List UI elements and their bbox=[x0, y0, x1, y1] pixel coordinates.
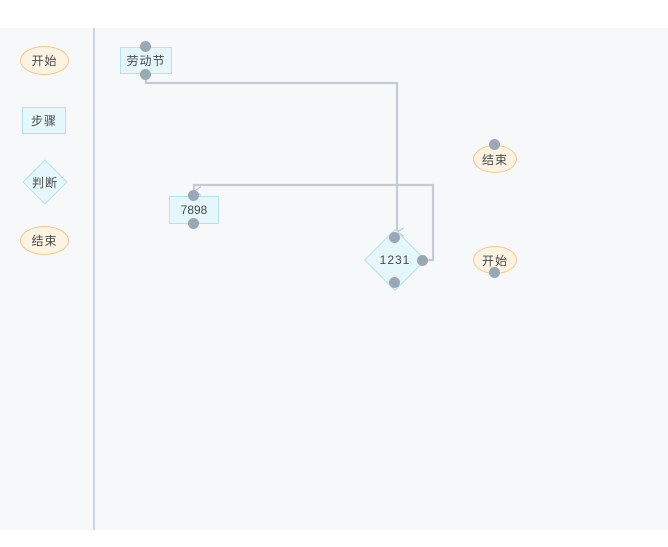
anchor-7898-top[interactable] bbox=[188, 190, 199, 201]
palette-item-start-label: 开始 bbox=[31, 54, 58, 68]
node-1231-label: 1231 bbox=[379, 253, 411, 267]
anchor-1231-top[interactable] bbox=[389, 232, 400, 243]
anchor-1231-bottom[interactable] bbox=[389, 277, 400, 288]
anchor-start-bottom[interactable] bbox=[489, 267, 500, 278]
palette-item-step[interactable]: 步骤 bbox=[22, 107, 66, 134]
palette-item-decision[interactable]: 判断 bbox=[10, 159, 80, 205]
anchor-labor-day-bottom[interactable] bbox=[140, 69, 151, 80]
canvas-surface[interactable] bbox=[0, 28, 668, 530]
palette-item-decision-label: 判断 bbox=[31, 175, 58, 190]
shape-palette-panel bbox=[0, 28, 94, 530]
palette-item-start[interactable]: 开始 bbox=[20, 46, 69, 75]
node-end[interactable]: 结束 bbox=[473, 145, 517, 173]
anchor-1231-right[interactable] bbox=[417, 255, 428, 266]
node-1231[interactable]: 1231 bbox=[363, 228, 427, 292]
anchor-labor-day-top[interactable] bbox=[140, 41, 151, 52]
palette-item-end-label: 结束 bbox=[31, 234, 58, 248]
node-start-label: 开始 bbox=[481, 253, 508, 268]
node-end-label: 结束 bbox=[481, 152, 508, 167]
anchor-7898-bottom[interactable] bbox=[188, 218, 199, 229]
panel-divider bbox=[93, 28, 95, 530]
node-labor-day-label: 劳动节 bbox=[126, 54, 166, 68]
anchor-end-top[interactable] bbox=[489, 139, 500, 150]
palette-item-end[interactable]: 结束 bbox=[20, 226, 69, 255]
palette-item-step-label: 步骤 bbox=[30, 114, 57, 128]
node-7898-label: 7898 bbox=[180, 203, 208, 217]
